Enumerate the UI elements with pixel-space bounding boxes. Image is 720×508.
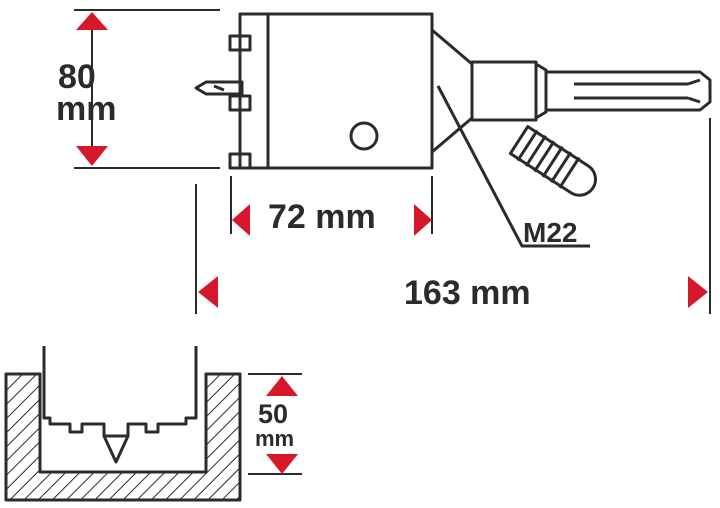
m22-leader-line xyxy=(436,85,590,248)
dim-80-arrow-bottom xyxy=(76,146,108,166)
dim-72-arrow-left xyxy=(232,204,250,236)
slot-hole xyxy=(349,121,379,151)
drill-in-hole xyxy=(42,346,198,464)
dim-80-arrow-top xyxy=(76,12,108,30)
dim-163-arrow-left xyxy=(198,276,218,308)
pilot-drill xyxy=(194,80,244,96)
dim-72-arrow-right xyxy=(414,204,432,236)
crown-teeth xyxy=(228,34,252,170)
dim-163-arrow-right xyxy=(688,276,708,308)
body-length-label: 72 mm xyxy=(268,198,376,236)
sds-shank xyxy=(546,70,712,112)
drill-body xyxy=(266,12,434,170)
dim-50-arrow-bottom xyxy=(266,454,298,474)
diameter-unit-label: mm xyxy=(56,90,117,128)
depth-unit-label: mm xyxy=(255,426,295,451)
thread-label: M22 xyxy=(523,217,578,248)
threaded-plug xyxy=(508,125,597,197)
wall-cross-section xyxy=(4,372,242,502)
dim-50-arrow-top xyxy=(266,376,298,396)
diameter-value-label: 80 xyxy=(58,58,96,96)
conical-adapter xyxy=(431,28,474,154)
depth-value-label: 50 xyxy=(258,399,289,429)
adapter-sleeve xyxy=(470,60,538,122)
total-length-label: 163 mm xyxy=(404,274,531,312)
